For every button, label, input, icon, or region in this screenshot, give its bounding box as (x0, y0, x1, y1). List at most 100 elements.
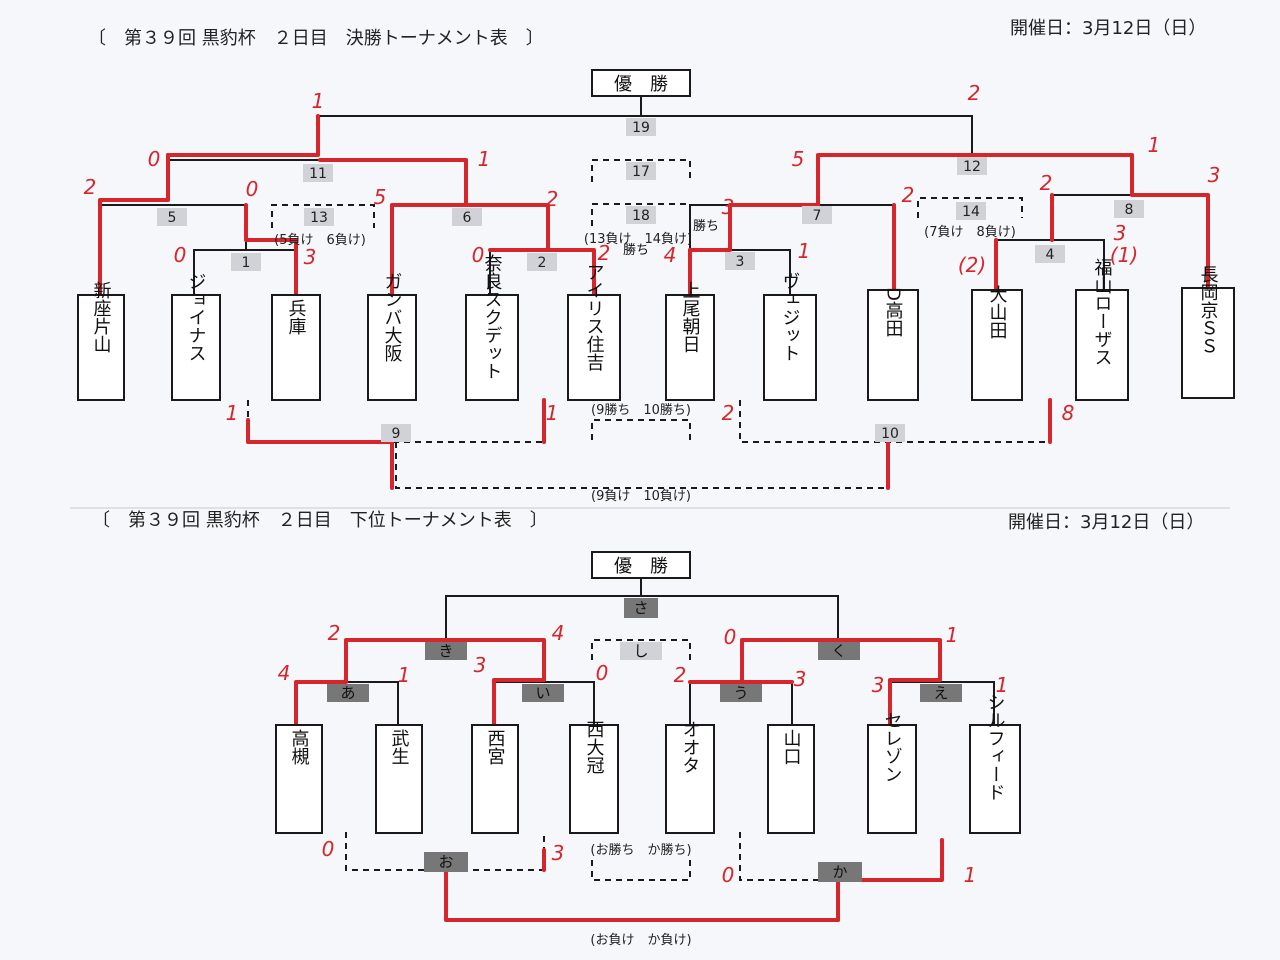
team-box (77, 294, 125, 401)
match-number-10: 10 (881, 426, 899, 442)
match-number-13: 13 (310, 210, 328, 226)
team-box (375, 724, 423, 834)
match-tag-a (327, 684, 369, 702)
team-name: 長岡京ＳＳ (1198, 265, 1219, 355)
handwritten-note: 勝ち (623, 243, 649, 258)
team-name: アイリス住吉 (584, 263, 605, 371)
team-box (1181, 287, 1235, 399)
match-tag-2 (527, 253, 557, 271)
team-name: オオタ (680, 720, 701, 774)
team-box (271, 294, 321, 401)
sub-label-16: (9負け 10負け) (591, 489, 691, 504)
score: 2 (546, 187, 559, 211)
match-tag-o (424, 852, 468, 872)
team-box (867, 289, 919, 401)
match-tag-11 (303, 164, 333, 182)
team-name: 西宮 (485, 729, 506, 765)
team-name: セレゾン (882, 711, 903, 783)
match-label-sa: さ (633, 599, 648, 617)
bottom-title: 〔 第３９回 黒豹杯 ２日目 下位トーナメント表 〕 (92, 510, 548, 531)
match-number-4: 4 (1046, 247, 1055, 263)
match-tag-14 (956, 202, 986, 220)
team-name: 兵庫 (286, 299, 307, 335)
match-tag-10 (875, 424, 905, 442)
match-number-14: 14 (962, 204, 980, 220)
score: 3 (872, 673, 885, 697)
match-tag-19 (626, 118, 656, 136)
sub-label-bottom: (お負け か負け) (590, 933, 691, 948)
score: 0 (246, 177, 259, 201)
score: 3 (304, 245, 317, 269)
team-box (763, 294, 817, 401)
match-label-e: え (933, 684, 948, 702)
score: 3 (722, 195, 735, 219)
score: 1 (478, 147, 491, 171)
team-box (275, 724, 323, 834)
team-name: ガンバ大阪 (382, 272, 403, 362)
team-box (567, 294, 621, 401)
top-winner-lines (98, 114, 1210, 490)
match-tag-shi (620, 642, 662, 660)
score: 0 (174, 243, 187, 267)
match-tag-13 (304, 208, 334, 226)
match-number-5: 5 (168, 210, 177, 226)
bottom-date: 開催日：3月12日（日） (1008, 512, 1204, 533)
score: 1 (398, 663, 411, 687)
score: 2 (722, 401, 735, 425)
match-tag-ka (818, 862, 862, 882)
top-title: 〔 第３９回 黒豹杯 ２日目 決勝トーナメント表 〕 (88, 28, 544, 49)
match-number-3: 3 (736, 254, 745, 270)
match-label-shi: し (633, 642, 648, 660)
match-tag-12 (957, 157, 987, 175)
match-number-11: 11 (309, 166, 327, 182)
match-tag-4 (1035, 245, 1065, 263)
match-number-7: 7 (813, 208, 822, 224)
match-number-2: 2 (538, 255, 547, 271)
team-box (465, 294, 519, 401)
score: 4 (278, 661, 291, 685)
score: 3 (474, 653, 487, 677)
team-box (569, 724, 619, 834)
team-box (767, 724, 815, 834)
team-name: 奈良スクデット (482, 254, 503, 380)
top-date: 開催日：3月12日（日） (1010, 18, 1206, 39)
match-tag-3 (725, 252, 755, 270)
match-tag-ki (425, 642, 467, 660)
top-champion-label: 優 勝 (614, 74, 668, 95)
handwritten-note: 勝ち (693, 219, 719, 234)
bottom-scores: 2 4 0 1 4 1 3 0 2 3 3 1 0 3 0 1 (278, 621, 1009, 887)
score: 0 (724, 625, 737, 649)
match-number-17: 17 (632, 164, 650, 180)
score: 2 (968, 81, 981, 105)
bottom-team-boxes: 高槻武生西宮西大冠オオタ山口セレゾンシルフィード (275, 693, 1021, 834)
score: 2 (328, 621, 341, 645)
score: 1 (798, 239, 811, 263)
match-tag-6 (452, 208, 482, 226)
score: 3 (1114, 221, 1127, 245)
sub-label-15: (9勝ち 10勝ち) (591, 403, 691, 418)
match-tag-18 (626, 206, 656, 224)
match-label-ku: く (831, 642, 846, 660)
match-number-9: 9 (392, 426, 401, 442)
score: 1 (996, 673, 1009, 697)
score: 2 (674, 663, 687, 687)
match-tag-e (920, 684, 962, 702)
score: 5 (792, 147, 805, 171)
sub-label-13: (5負け 6負け) (274, 233, 366, 248)
team-name: ヴェジット (780, 272, 801, 362)
match-label-o: お (438, 853, 453, 871)
score: 2 (598, 241, 611, 265)
match-tag-ku (818, 642, 860, 660)
score: 2 (84, 175, 97, 199)
team-box (971, 289, 1023, 401)
score: 0 (148, 147, 161, 171)
match-number-8: 8 (1125, 202, 1134, 218)
score: 1 (226, 401, 239, 425)
match-number-1: 1 (242, 255, 251, 271)
bottom-match-labels: さ き し く あ い う え お か (327, 598, 962, 882)
match-tag-i (522, 684, 564, 702)
match-tag-7 (802, 206, 832, 224)
